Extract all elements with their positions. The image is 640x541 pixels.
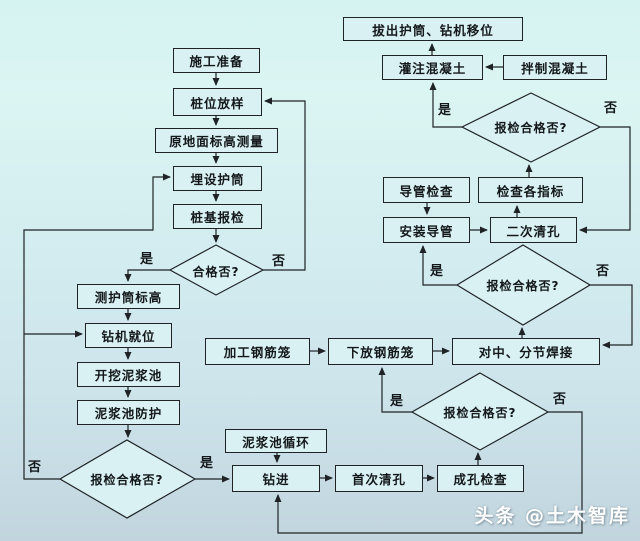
node-hole-check: 成孔检查 (437, 465, 524, 492)
node-second-hole-clean: 二次清孔 (490, 217, 577, 243)
decision-top-right-diamond (460, 92, 602, 163)
decision-bottom-right-label: 报检合格否? (443, 406, 517, 420)
decision-bottom-left-label: 报检合格否? (90, 473, 164, 487)
node-check-indicators: 检查各指标 (478, 177, 583, 203)
branch-yes-label: 是 (140, 252, 154, 267)
branch-yes-label: 是 (200, 456, 214, 471)
node-bury-casing: 埋设护筒 (173, 166, 262, 191)
node-remove-casing: 拔出护筒、钻机移位 (343, 17, 523, 41)
node-conduit-check: 导管检查 (383, 177, 470, 203)
branch-yes-label: 是 (390, 394, 404, 409)
decision-mid-right-diamond (455, 244, 592, 326)
node-cage-lower: 下放钢筋笼 (328, 338, 433, 365)
decision-mid-right-label: 报检合格否? (486, 279, 560, 293)
node-mud-circulation: 泥浆池循环 (225, 429, 327, 453)
decision-qualified-label: 合格否? (192, 265, 240, 279)
branch-no-label: 否 (28, 460, 42, 475)
branch-yes-label: 是 (430, 264, 444, 279)
branch-no-label: 否 (596, 264, 610, 279)
node-install-conduit: 安装导管 (383, 217, 470, 243)
branch-yes-label: 是 (438, 103, 452, 118)
node-mix-concrete: 拌制混凝土 (503, 55, 607, 80)
connectors (23, 43, 633, 534)
node-cage-fabricate: 加工钢筋笼 (205, 338, 310, 365)
decision-top-right-label: 报检合格否? (494, 121, 568, 135)
branch-no-label: 否 (553, 392, 567, 407)
node-rig-in-place: 钻机就位 (85, 323, 172, 348)
node-pile-layout: 桩位放样 (173, 88, 262, 116)
node-drilling: 钻进 (232, 465, 320, 492)
decision-bottom-left-diamond (58, 439, 197, 519)
decision-bottom-right-diamond (410, 372, 550, 451)
node-measure-casing-elev: 测护筒标高 (77, 284, 180, 309)
branch-no-label: 否 (604, 101, 618, 116)
branch-no-label: 否 (272, 254, 286, 269)
node-pour-concrete: 灌注混凝土 (382, 55, 483, 80)
node-ground-survey: 原地面标高测量 (155, 128, 278, 153)
node-prepare: 施工准备 (173, 48, 260, 73)
watermark-text: 头条 @土木智库 (474, 505, 630, 527)
node-mud-pool-protect: 泥浆池防护 (77, 400, 180, 425)
node-first-hole-clean: 首次清孔 (335, 465, 423, 492)
node-dig-mud-pool: 开挖泥浆池 (77, 362, 180, 387)
decision-qualified-diamond (168, 244, 265, 296)
node-pile-inspection: 桩基报检 (173, 204, 262, 229)
node-centering-weld: 对中、分节焊接 (452, 338, 600, 365)
